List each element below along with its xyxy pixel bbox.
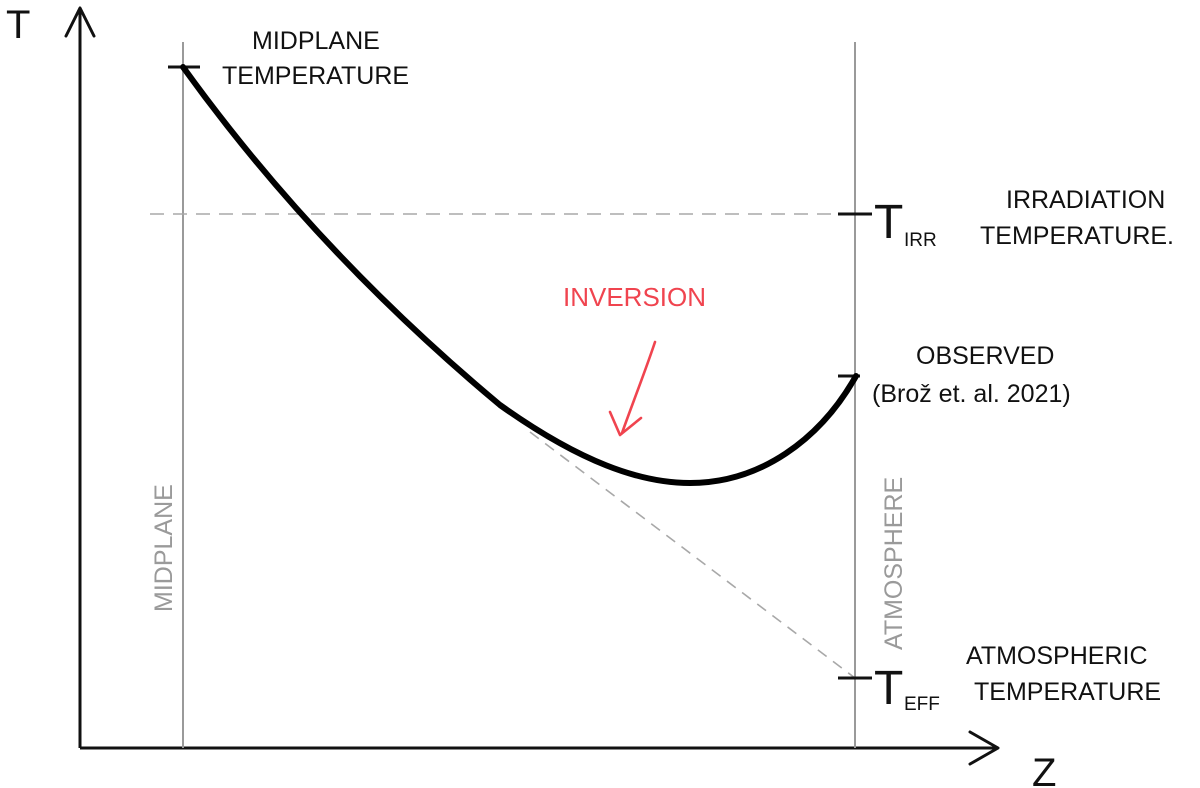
- atmospheric-temperature-label-line2: TEMPERATURE: [974, 678, 1161, 706]
- atmosphere-vertical-label: ATMOSPHERE: [880, 477, 908, 650]
- midplane-temperature-label-line2: TEMPERATURE: [222, 62, 409, 90]
- t-irr-symbol: T: [874, 196, 903, 249]
- inversion-arrow: [620, 340, 657, 435]
- irradiation-temperature-label-line2: TEMPERATURE.: [980, 222, 1174, 250]
- t-eff-symbol: T: [874, 662, 903, 715]
- y-axis-label: T: [6, 3, 30, 47]
- axes: T Z: [6, 3, 1056, 788]
- observed-label-line1: OBSERVED: [916, 342, 1054, 370]
- y-axis-arrowhead: [64, 6, 96, 38]
- atmospheric-temperature-label-line1: ATMOSPHERIC: [966, 642, 1148, 670]
- t-eff-subscript: EFF: [904, 694, 940, 715]
- inversion-arrowhead: [608, 410, 643, 437]
- midplane-vertical-label: MIDPLANE: [150, 484, 178, 612]
- irradiation-temperature-label-line1: IRRADIATION: [1006, 186, 1165, 214]
- midplane-temperature-label-line1: MIDPLANE: [252, 27, 380, 55]
- inversion-label: INVERSION: [563, 282, 706, 312]
- observed-label-line2: (Brož et. al. 2021): [872, 380, 1071, 408]
- x-axis-arrowhead: [968, 730, 1000, 766]
- extrapolation-dashed-line: [529, 431, 856, 679]
- x-axis-label: Z: [1032, 751, 1056, 788]
- temperature-profile-curve: [180, 64, 859, 486]
- t-irr-subscript: IRR: [904, 230, 937, 251]
